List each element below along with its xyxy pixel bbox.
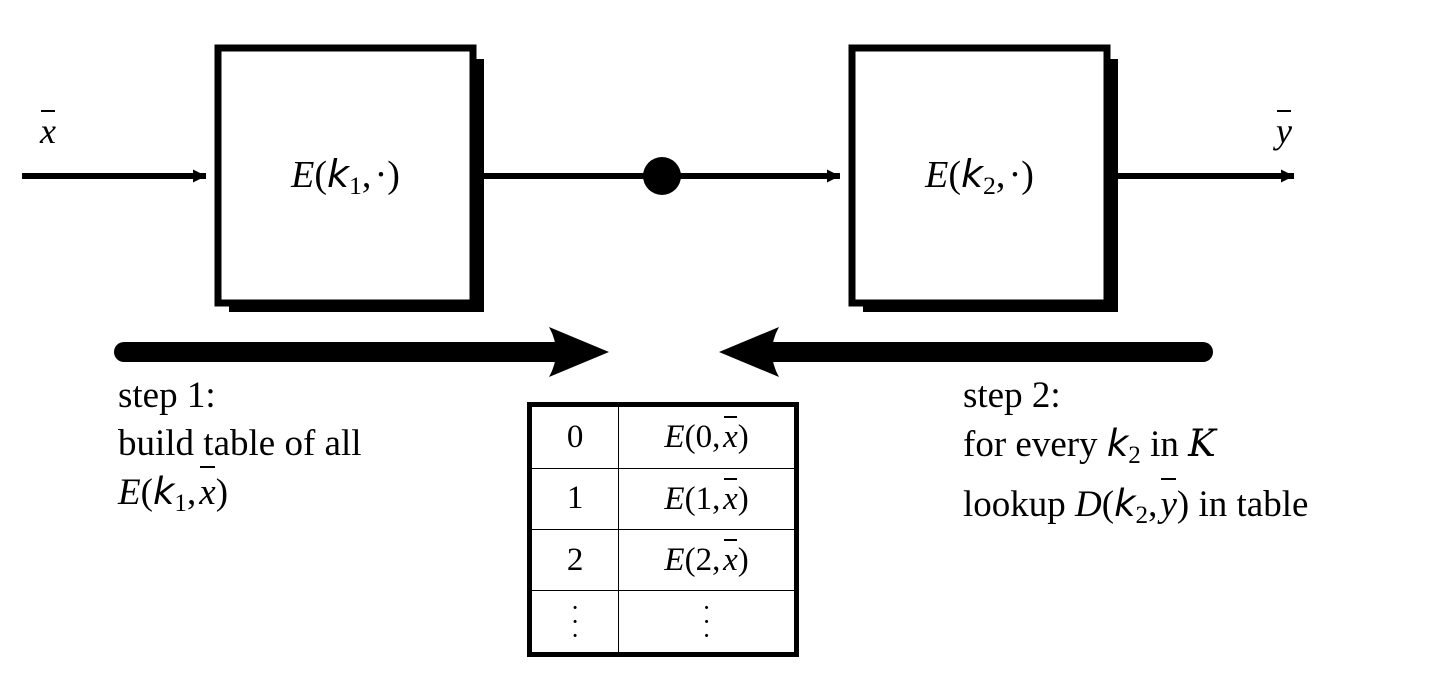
encrypt-block-2-label: E(k2, ·) [925,152,1034,201]
step-2-line2: for every k2 in K [963,420,1308,480]
step2-line3-key-subscript: 2 [1135,502,1149,530]
table-cell-value: E(2, x) [618,528,794,592]
block2-key-subscript: 2 [982,171,996,201]
step-1-text-block: step 1: build table of all E(k1, x) [118,372,362,528]
step-2-line3: lookup D(k2, y) in table [963,477,1309,540]
step-1-arrow [114,327,609,377]
step1-arg: x [199,465,216,517]
table-cell-key-ellipsis: ··· [532,590,620,652]
intermediate-value-node [643,157,681,195]
cell-second-arg: x [723,416,738,456]
block2-function: E [925,154,949,196]
step2-line3-suffix: in table [1189,484,1309,526]
step-2-arrow [719,327,1213,377]
step2-key-subscript: 2 [1128,442,1141,470]
table-cell-key: 1 [532,467,620,531]
cell-first-arg: 0 [695,419,713,456]
step2-line3-key: k [1114,482,1136,526]
step1-key-subscript: 1 [174,490,187,518]
cell-function: E [664,542,685,579]
block1-second-arg: · [374,154,388,196]
step1-function: E [118,472,141,514]
step-2-text-block: step 2: for every k2 in K lookup D(k2, y… [963,372,1308,540]
output-label: y [1276,109,1292,152]
step-1-line2: build table of all [118,423,362,464]
table-cell-value: E(1, x) [618,467,794,531]
input-label: x [40,109,56,152]
cell-first-arg: 1 [695,480,713,517]
cell-second-arg: x [723,477,738,517]
cell-first-arg: 2 [695,542,713,579]
table-row: ··· ··· [532,590,794,652]
step2-line2-middle: in [1140,424,1189,465]
table-row: 1 E(1, x) [532,467,794,531]
step1-key: k [152,470,175,514]
input-symbol: x [40,109,56,152]
block1-key-subscript: 1 [348,171,362,201]
step-1-heading: step 1: [118,375,216,416]
output-symbol: y [1276,109,1292,152]
table-cell-value: E(0, x) [618,407,794,469]
step-2-heading: step 2: [963,375,1061,416]
block1-key: k [326,152,349,196]
table-cell-key: 2 [532,528,620,592]
step2-line3-arg: y [1160,477,1177,529]
step2-decrypt-function: D [1075,484,1102,526]
step2-key: k [1106,422,1129,465]
step2-line2-prefix: for every [963,424,1107,465]
step-1-expression: E(k1, x) [118,465,362,528]
encrypt-block-1-label: E(k1, ·) [291,152,400,201]
block1-function: E [291,154,315,196]
table-cell-value-ellipsis: ··· [618,590,794,652]
table-row: 0 E(0, x) [532,407,794,469]
table-cell-key: 0 [532,407,620,469]
cell-function: E [664,419,685,456]
block2-key: k [960,152,983,196]
table-row: 2 E(2, x) [532,528,794,592]
step2-line3-prefix: lookup [963,484,1076,526]
cell-second-arg: x [723,539,738,579]
encrypt-block-1[interactable] [214,44,477,307]
precomputed-lookup-table[interactable]: 0 E(0, x) 1 E(1, x) 2 E(2, x) ··· ··· [527,402,799,657]
cell-function: E [664,480,685,517]
step2-keyspace-symbol: K [1188,422,1216,465]
block2-second-arg: · [1008,154,1022,196]
